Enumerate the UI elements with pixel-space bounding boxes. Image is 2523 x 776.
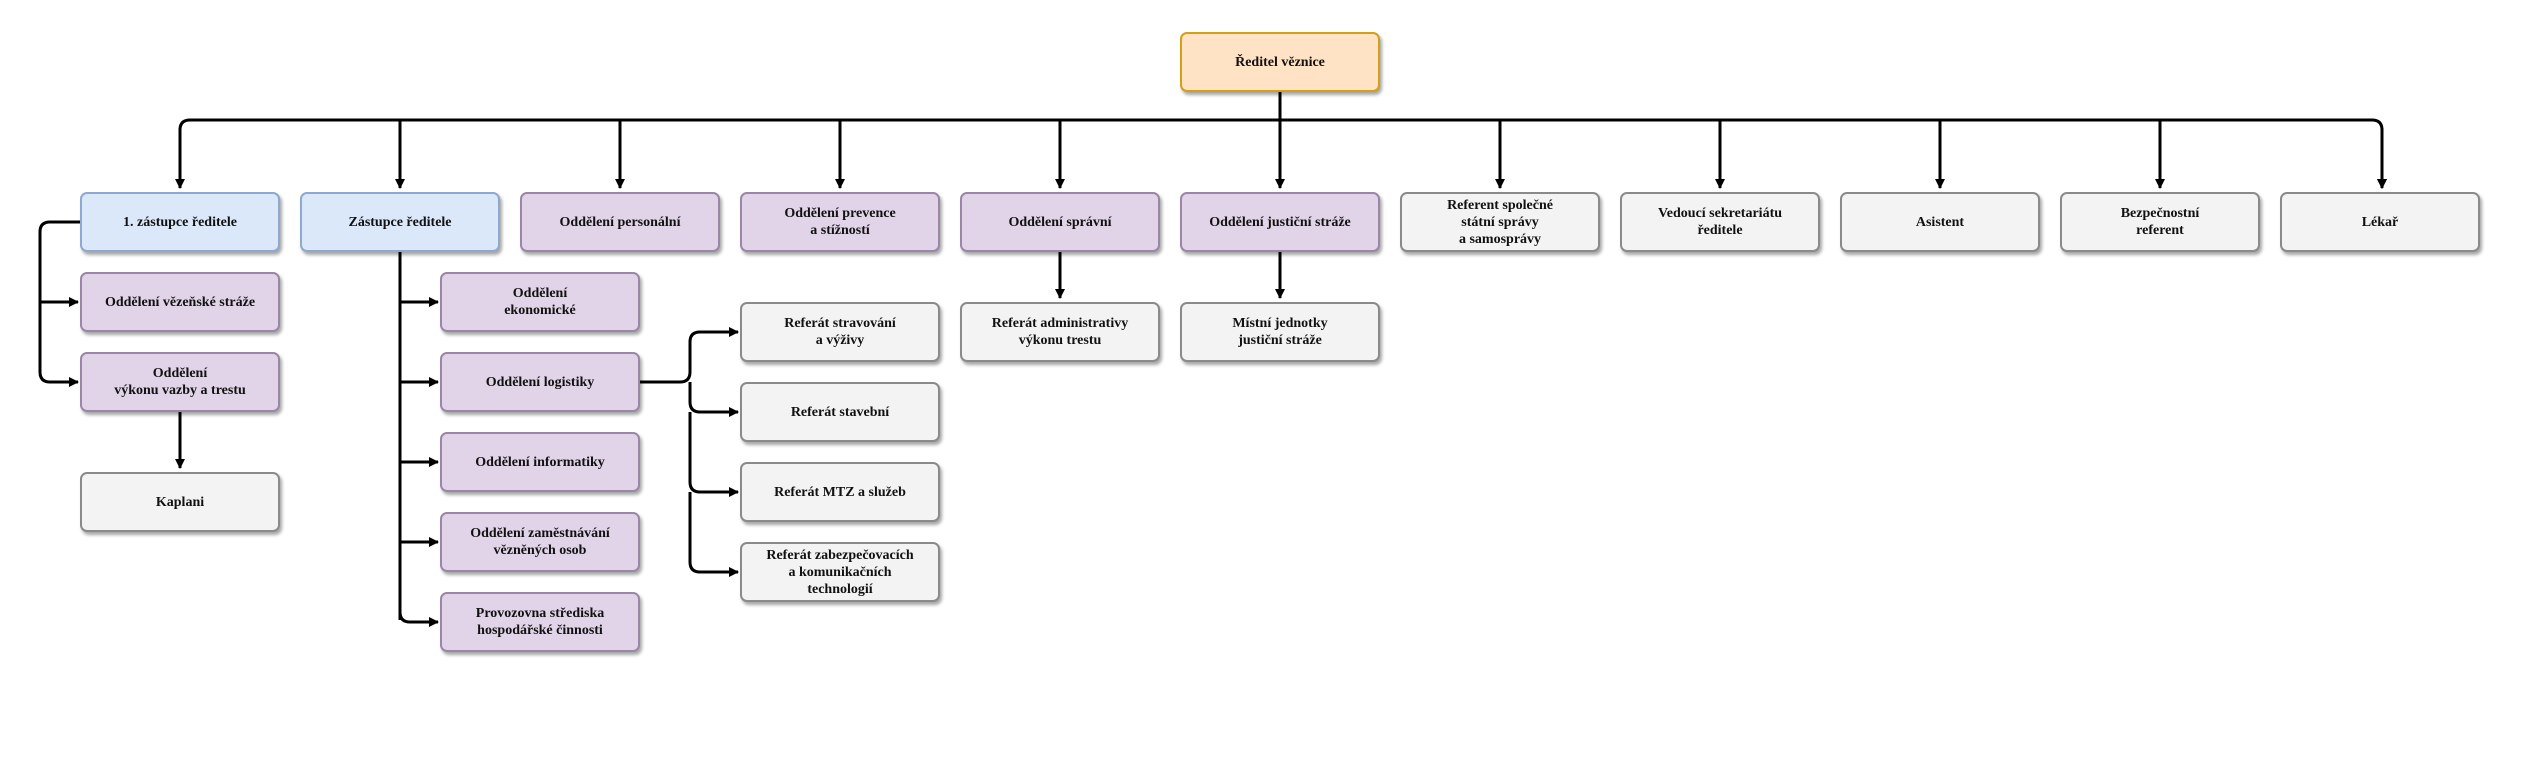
deputy1-box: 1. zástupce ředitele [80,192,280,252]
mtz-box: Referát MTZ a služeb [740,462,940,522]
director-box: Ředitel věznice [1180,32,1380,92]
logistics-to-construction-line [688,382,739,417]
it-box: Oddělení informatiky [440,432,640,492]
custody-box: Oddělení výkonu vazby a trestu [80,352,280,412]
catering-box: Referát stravování a výživy [740,302,940,362]
deputy-box: Zástupce ředitele [300,192,500,252]
operation-box: Provozovna střediska hospodářské činnost… [440,592,640,652]
assistant-box: Asistent [1840,192,2040,252]
employment-box: Oddělení zaměstnávání vězněných osob [440,512,640,572]
prevention-box: Oddělení prevence a stížností [740,192,940,252]
doctor-box: Lékař [2280,192,2480,252]
secretariat-box: Vedoucí sekretariátu ředitele [1620,192,1820,252]
personnel-box: Oddělení personální [520,192,720,252]
admin-box: Oddělení správní [960,192,1160,252]
local-units-box: Místní jednotky justiční stráže [1180,302,1380,362]
logistics-to-mtz-line [688,412,739,497]
justice-guard-box: Oddělení justiční stráže [1180,192,1380,252]
economic-box: Oddělení ekonomické [440,272,640,332]
deputy-to-operation-line [398,611,439,627]
logistics-to-catering-line [640,327,739,384]
security-tech-box: Referát zabezpečovacích a komunikačních … [740,542,940,602]
state-admin-box: Referent společné státní správy a samosp… [1400,192,1600,252]
logistics-to-securitytech-line [688,492,739,577]
sentence-admin-box: Referát administrativy výkonu trestu [960,302,1160,362]
construction-box: Referát stavební [740,382,940,442]
chaplains-box: Kaplani [80,472,280,532]
security-box: Bezpečnostní referent [2060,192,2260,252]
prison-guard-box: Oddělení vězeňské stráže [80,272,280,332]
logistics-box: Oddělení logistiky [440,352,640,412]
